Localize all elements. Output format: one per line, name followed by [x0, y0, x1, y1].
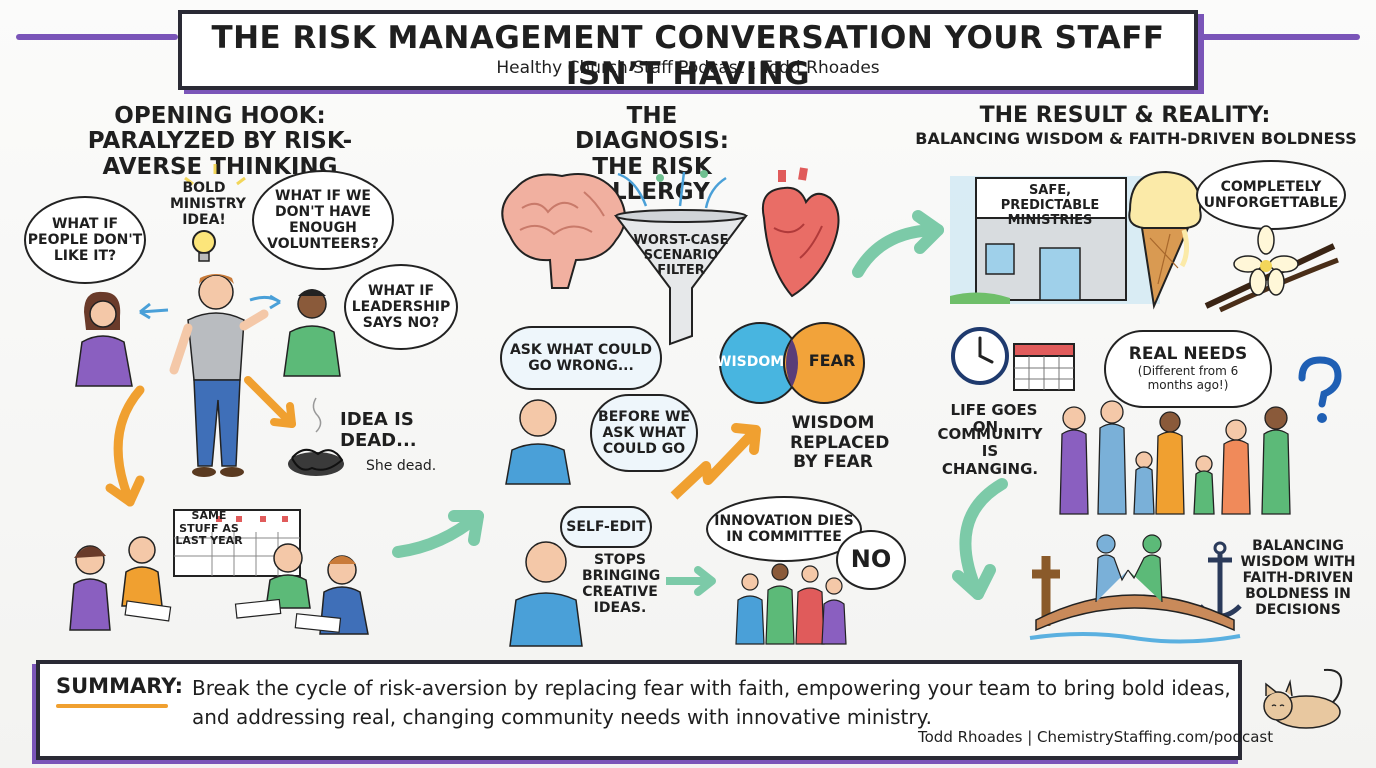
skeptical-man-figure	[283, 289, 341, 377]
title-box: THE RISK MANAGEMENT CONVERSATION YOUR ST…	[178, 10, 1198, 92]
calendar-board-icon	[173, 509, 301, 577]
venn-fear: FEAR	[808, 351, 856, 370]
stops-label: STOPS BRINGING CREATIVE IDEAS.	[582, 552, 661, 617]
building-label: SAFE, PREDICTABLE MINISTRIES	[1000, 183, 1100, 228]
title-deco-right	[1196, 34, 1360, 40]
summary-underline	[56, 704, 168, 708]
cloud-ask-wrong: ASK WHAT COULD GO WRONG...	[500, 326, 662, 390]
teal-arrow-2	[852, 210, 944, 278]
church-building-icon	[950, 176, 1160, 304]
teal-arrow-small	[666, 566, 716, 596]
teal-curve-arrow	[952, 478, 1008, 600]
summary-box: SUMMARY: Break the cycle of risk-aversio…	[36, 660, 1242, 760]
bubble-people-dont-like: WHAT IF PEOPLE DON'T LIKE IT?	[24, 196, 146, 284]
credit-line: Todd Rhoades | ChemistryStaffing.com/pod…	[918, 728, 1274, 746]
idea-label: BOLD MINISTRY IDEA!	[170, 180, 246, 229]
teal-arrow-1	[392, 510, 484, 558]
col3-header-sub: BALANCING WISDOM & FAITH-DRIVEN BOLDNESS	[915, 129, 1357, 148]
man-presenting-figure	[169, 274, 269, 477]
committee-group-figures	[735, 563, 847, 645]
summary-label: SUMMARY:	[56, 674, 184, 698]
page-subtitle: Healthy Church Staff Podcast - Todd Rhoa…	[496, 58, 880, 78]
life-goes-on: LIFE GOES ON...	[950, 401, 1038, 437]
cat-icon	[1263, 668, 1343, 729]
community-changing: COMMUNITY IS CHANGING.	[937, 425, 1043, 478]
venn-wisdom: WISDOM	[716, 354, 785, 370]
calendar-label: SAME STUFF AS LAST YEAR	[175, 509, 243, 548]
page-title: THE RISK MANAGEMENT CONVERSATION YOUR ST…	[211, 20, 1165, 92]
ice-cream-icon	[1128, 170, 1202, 310]
orange-curve-arrow	[105, 385, 145, 507]
idea-dead-sub: She dead.	[366, 458, 437, 474]
vanilla-flower-icon	[1204, 225, 1339, 313]
balancing-label: BALANCING WISDOM WITH FAITH-DRIVEN BOLDN…	[1240, 538, 1356, 619]
cloud-before-ask: BEFORE WE ASK WHAT COULD GO	[590, 394, 698, 472]
calendar-icon	[1013, 343, 1075, 391]
funnel-label: WORST-CASE SCENARIO FILTER	[633, 233, 729, 278]
bubble-no: NO	[836, 530, 906, 590]
cloud-real-needs: REAL NEEDS (Different from 6 months ago!…	[1104, 330, 1272, 408]
bubble-committee: INNOVATION DIES IN COMMITTEE	[706, 496, 862, 562]
community-family-figures	[1059, 400, 1291, 515]
lightning-arrow	[670, 423, 761, 500]
summary-text: Break the cycle of risk-aversion by repl…	[192, 676, 1231, 729]
title-deco-left	[16, 34, 178, 40]
brain-icon	[501, 173, 626, 289]
venn-caption: WISDOM REPLACED BY FEAR	[790, 413, 890, 473]
real-needs-label: REAL NEEDS	[1128, 344, 1248, 365]
bridge-handshake-icon	[1029, 534, 1242, 644]
idea-dead-label: IDEA IS DEAD...	[340, 409, 417, 451]
selfedit-man-figure	[509, 541, 583, 647]
heart-icon	[762, 167, 840, 298]
question-mark-icon	[1298, 356, 1342, 423]
funnel-icon	[614, 170, 748, 346]
worried-woman-figure	[75, 291, 133, 387]
col1-header: OPENING HOOK: PARALYZED BY RISK-AVERSE T…	[87, 103, 353, 180]
scribble-ash-icon	[288, 397, 344, 476]
cloud-self-edit: SELF-EDIT	[560, 506, 652, 548]
clock-icon	[951, 327, 1009, 385]
bubble-unforgettable: COMPLETELY UNFORGETTABLE	[1196, 160, 1346, 230]
bubble-volunteers: WHAT IF WE DON'T HAVE ENOUGH VOLUNTEERS?	[252, 170, 394, 270]
orange-arrow-down-right	[244, 376, 296, 428]
bubble-leadership: WHAT IF LEADERSHIP SAYS NO?	[344, 264, 458, 350]
thinking-man-figure	[505, 399, 571, 485]
meeting-table-figures	[69, 536, 369, 635]
col3-header: THE RESULT & REALITY:	[979, 103, 1271, 128]
side-arrows	[139, 294, 281, 320]
real-needs-sub: (Different from 6 months ago!)	[1137, 363, 1239, 392]
lightbulb-icon	[184, 164, 246, 262]
venn-diagram	[719, 322, 865, 404]
